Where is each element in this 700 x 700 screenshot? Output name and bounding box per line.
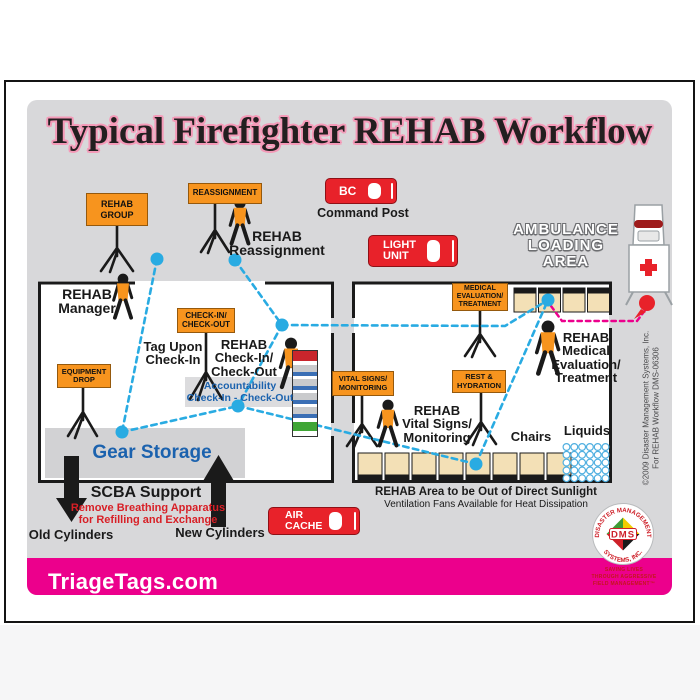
windshield-icon — [329, 512, 342, 530]
scba-support-label: SCBA Support — [90, 484, 202, 501]
triage-tag-icon — [292, 350, 318, 437]
website-link[interactable]: TriageTags.com — [48, 569, 219, 594]
bumper-icon — [451, 240, 454, 262]
bc-vehicle-label: BC — [339, 183, 357, 198]
new-cylinders-label: New Cylinders — [175, 525, 265, 540]
footer-bar — [27, 558, 672, 595]
ventilation-note-label: Ventilation Fans Available for Heat Diss… — [384, 499, 588, 510]
sign-check-in-out: CHECK-IN/CHECK-OUT — [177, 308, 235, 333]
sunlight-note-label: REHAB Area to be Out of Direct Sunlight — [375, 486, 597, 498]
sign-rest-hydration: REST &HYDRATION — [452, 370, 506, 393]
windshield-icon — [427, 240, 440, 262]
sign-reassignment: REASSIGNMENT — [188, 183, 262, 204]
page-bottom-margin — [0, 625, 700, 700]
command-post-vehicle: BC — [325, 178, 397, 204]
old-cylinders-label: Old Cylinders — [28, 527, 114, 542]
windshield-icon — [368, 183, 381, 199]
copyright-text: ©2009 Disaster Management Systems, Inc.F… — [641, 330, 661, 486]
chairs-label: Chairs — [510, 429, 552, 444]
page-title: Typical Firefighter REHAB Workflow — [47, 111, 653, 152]
liquids-label: Liquids — [563, 423, 611, 438]
bumper-icon — [353, 512, 356, 530]
gear-storage-label: Gear Storage — [92, 442, 212, 463]
sign-vital-signs: VITAL SIGNS/MONITORING — [332, 371, 394, 396]
command-post-label: Command Post — [317, 206, 409, 220]
bumper-icon — [390, 183, 393, 199]
